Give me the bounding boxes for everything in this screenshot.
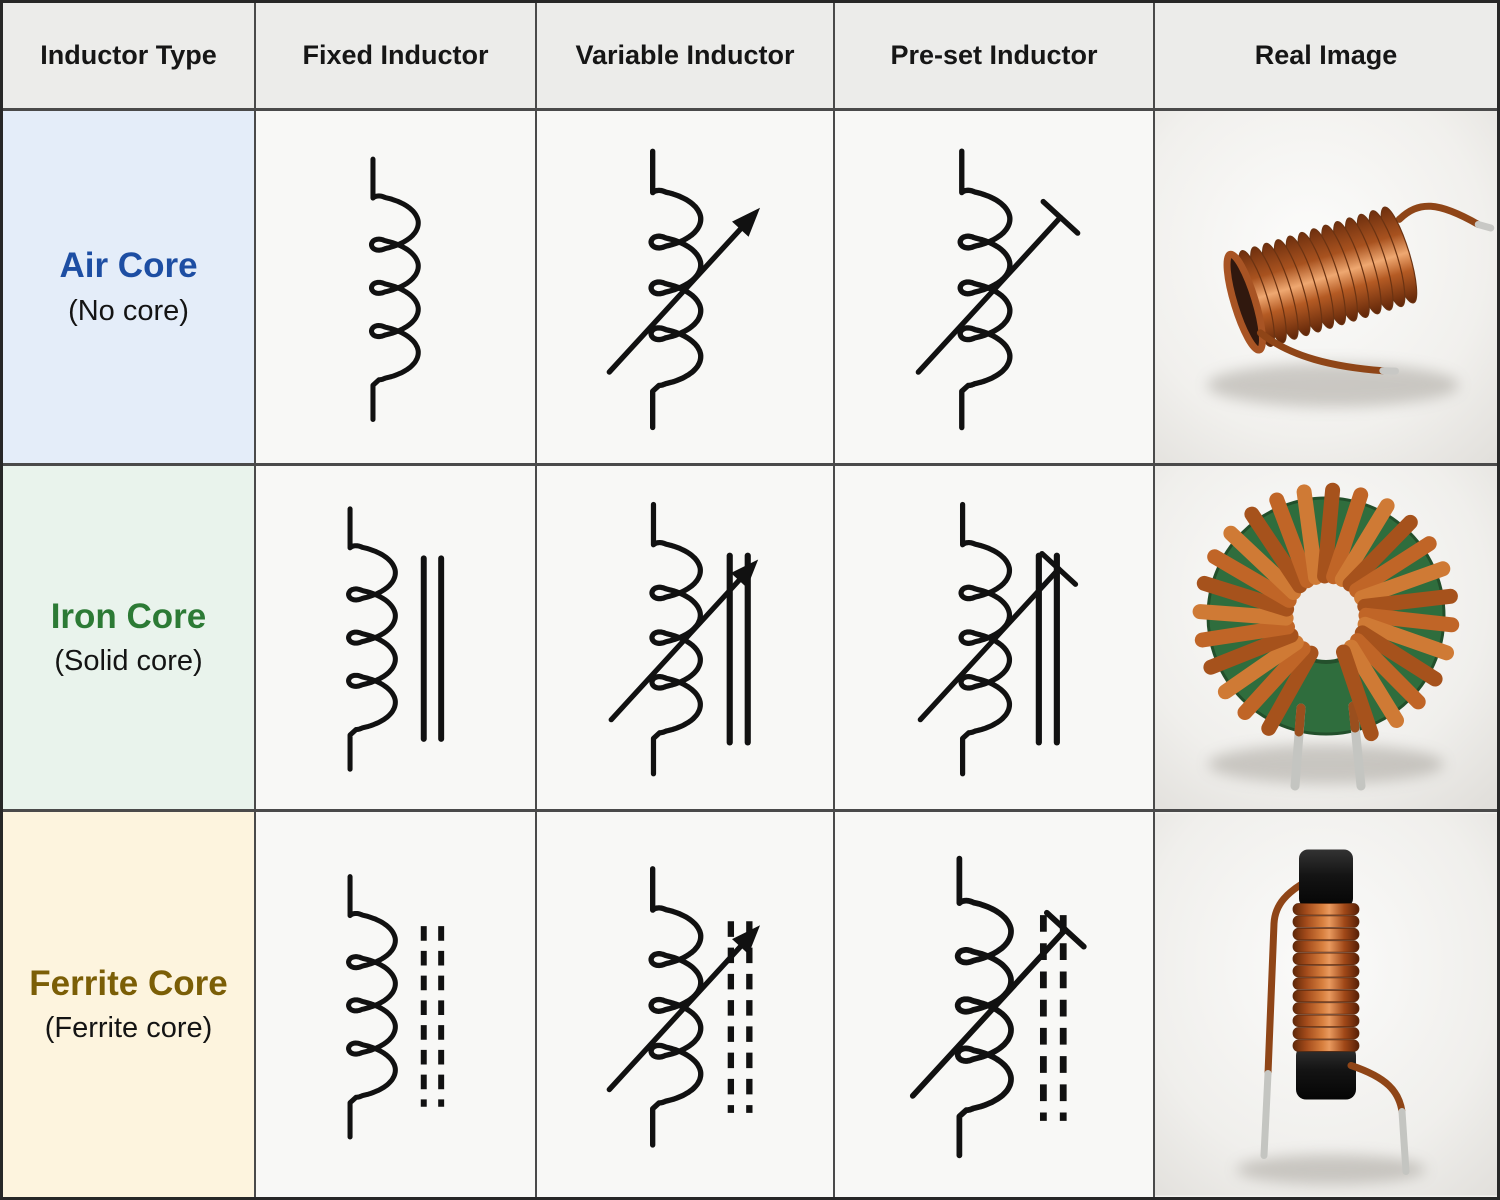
- coil-shadow: [1207, 363, 1459, 407]
- air-variable-inductor-symbol: [606, 148, 760, 430]
- ferrite-variable-inductor-symbol: [606, 865, 760, 1148]
- header-preset-inductor: Pre-set Inductor: [835, 3, 1155, 111]
- row-air-type-cell: Air Core (No core): [3, 111, 256, 466]
- rod-bottom-cap: [1296, 1045, 1356, 1100]
- header-label: Variable Inductor: [575, 40, 795, 70]
- ferrite-real-image-cell: [1155, 812, 1497, 1197]
- rod-shadow: [1236, 1154, 1426, 1185]
- iron-core-subtitle: (Solid core): [54, 645, 203, 678]
- coil-lead-right: [1395, 202, 1482, 228]
- iron-fixed-symbol-cell: [256, 466, 537, 812]
- header-inductor-type: Inductor Type: [3, 3, 256, 111]
- lead-copper-right: [1348, 701, 1360, 733]
- lead-copper-left: [1294, 703, 1306, 737]
- row-iron-type-cell: Iron Core (Solid core): [3, 466, 256, 812]
- air-core-coil-photo: [1155, 111, 1497, 463]
- iron-variable-inductor-symbol: [608, 502, 759, 777]
- rod-windings: [1292, 903, 1360, 1052]
- lead-tip-right: [1474, 220, 1495, 232]
- ferrite-preset-symbol-cell: [835, 812, 1155, 1197]
- ferrite-core-title: Ferrite Core: [29, 963, 228, 1003]
- toroid-shadow: [1208, 744, 1444, 784]
- toroid-windings: [1192, 482, 1460, 742]
- rod-lead-right: [1347, 1062, 1406, 1115]
- iron-preset-inductor-symbol: [917, 502, 1078, 777]
- air-real-image-cell: [1155, 111, 1497, 466]
- iron-core-title: Iron Core: [50, 596, 207, 636]
- header-fixed-inductor: Fixed Inductor: [256, 3, 537, 111]
- lead-tip-front: [1379, 367, 1400, 375]
- air-fixed-inductor-symbol: [369, 156, 421, 422]
- air-preset-inductor-symbol: [915, 148, 1081, 430]
- header-label: Fixed Inductor: [302, 40, 489, 70]
- air-core-subtitle: (No core): [68, 294, 189, 327]
- ferrite-fixed-inductor-symbol: [346, 873, 445, 1140]
- ferrite-fixed-symbol-cell: [256, 812, 537, 1197]
- coil-lead-front: [1256, 329, 1387, 375]
- lead-tip-right: [1398, 1108, 1410, 1175]
- toroid-group: [1192, 482, 1460, 791]
- hole-center: [1294, 584, 1358, 648]
- iron-real-image-cell: [1155, 466, 1497, 812]
- row-ferrite-type-cell: Ferrite Core (Ferrite core): [3, 812, 256, 1197]
- air-preset-symbol-cell: [835, 111, 1155, 466]
- air-core-title: Air Core: [59, 246, 198, 286]
- ferrite-variable-symbol-cell: [537, 812, 835, 1197]
- iron-preset-symbol-cell: [835, 466, 1155, 812]
- toroid-inductor-photo: [1155, 466, 1497, 809]
- iron-fixed-inductor-symbol: [346, 506, 445, 773]
- ferrite-preset-inductor-symbol: [909, 855, 1087, 1158]
- ferrite-core-subtitle: (Ferrite core): [44, 1012, 213, 1045]
- ferrite-rod-inductor-photo: [1155, 813, 1497, 1196]
- rod-top-cap: [1299, 849, 1353, 908]
- air-variable-symbol-cell: [537, 111, 835, 466]
- iron-variable-symbol-cell: [537, 466, 835, 812]
- lead-tip-left: [1260, 1070, 1272, 1159]
- air-coil-group: [1223, 202, 1495, 375]
- air-fixed-symbol-cell: [256, 111, 537, 466]
- header-real-image: Real Image: [1155, 3, 1497, 111]
- header-label: Real Image: [1254, 40, 1398, 70]
- header-label: Pre-set Inductor: [890, 40, 1098, 70]
- header-label: Inductor Type: [40, 40, 217, 70]
- coil-end-ring: [1223, 250, 1266, 354]
- ferrite-rod-group: [1260, 849, 1410, 1175]
- header-variable-inductor: Variable Inductor: [537, 3, 835, 111]
- coil-opening: [1228, 258, 1262, 347]
